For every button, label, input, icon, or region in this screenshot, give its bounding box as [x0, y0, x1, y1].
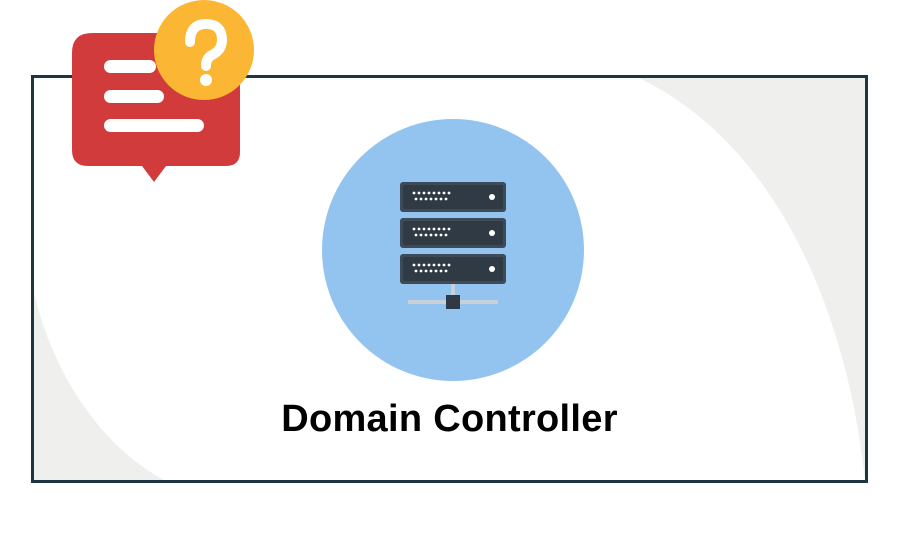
server-rack-network-icon [400, 182, 506, 309]
hero-circle [322, 119, 584, 381]
corner-shade-decoration [34, 78, 865, 480]
content-card: Domain Controller [31, 75, 868, 483]
page-title: Domain Controller [281, 398, 618, 440]
faq-chat-question-icon [72, 0, 254, 182]
